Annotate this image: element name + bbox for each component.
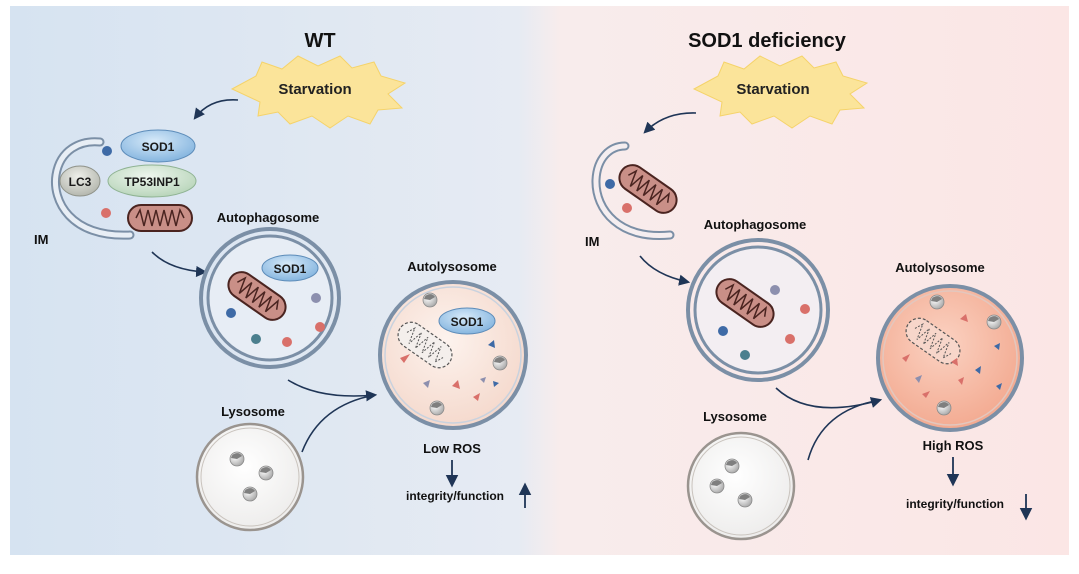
autophagosome-label-wt: Autophagosome bbox=[217, 210, 320, 225]
starvation-label-sod1: Starvation bbox=[736, 81, 809, 98]
lysosome-wt bbox=[195, 422, 305, 532]
lysosome-label-wt: Lysosome bbox=[221, 404, 285, 419]
autolysosome-label-sod1: Autolysosome bbox=[895, 260, 985, 275]
background-panel bbox=[10, 6, 1069, 555]
ros-label-wt: Low ROS bbox=[423, 441, 481, 456]
wt-title: WT bbox=[304, 30, 335, 52]
dot-red-sod1 bbox=[622, 203, 632, 213]
im-label-sod1: IM bbox=[585, 234, 599, 249]
svg-text:SOD1: SOD1 bbox=[142, 140, 175, 154]
autolysosome-sod1 bbox=[876, 284, 1024, 432]
dot-blue-sod1 bbox=[605, 179, 615, 189]
dot-red-wt bbox=[101, 208, 111, 218]
autolysosome-sod1-wt: SOD1 bbox=[451, 315, 484, 329]
starvation-burst-sod1: Starvation bbox=[692, 55, 869, 129]
ros-label-sod1: High ROS bbox=[923, 438, 984, 453]
mitochondrion-im-wt bbox=[127, 204, 193, 232]
autolysosome-wt: SOD1 bbox=[378, 280, 528, 430]
arrow-im-to-autophagosome-sod1 bbox=[639, 255, 691, 286]
autolysosome-label-wt: Autolysosome bbox=[407, 259, 497, 274]
svg-text:TP53INP1: TP53INP1 bbox=[124, 175, 180, 189]
dot-blue-wt bbox=[102, 146, 112, 156]
arrow-im-to-autophagosome-wt bbox=[151, 251, 208, 278]
arrow-autophagosome-to-autolysosome-wt bbox=[287, 379, 378, 402]
lysosome-sod1 bbox=[686, 431, 796, 541]
isolation-membrane-sod1 bbox=[591, 141, 675, 241]
isolation-membrane-wt bbox=[50, 137, 135, 240]
autophagosome-wt: SOD1 bbox=[199, 227, 341, 369]
svg-text:LC3: LC3 bbox=[69, 175, 92, 189]
autophagosome-label-sod1: Autophagosome bbox=[704, 217, 807, 232]
sod1-protein-wt: SOD1 bbox=[120, 129, 196, 163]
arrow-starvation-to-im-sod1 bbox=[643, 112, 697, 134]
tp53inp1-protein: TP53INP1 bbox=[107, 164, 197, 198]
starvation-burst-wt: Starvation bbox=[230, 55, 407, 129]
arrow-starvation-to-im-wt bbox=[193, 99, 239, 120]
arrow-lysosome-to-autolysosome-wt bbox=[301, 394, 376, 453]
autophagosome-sod1 bbox=[686, 238, 830, 382]
lysosome-label-sod1: Lysosome bbox=[703, 409, 767, 424]
lc3-protein: LC3 bbox=[59, 165, 101, 197]
integrity-label-sod1: integrity/function bbox=[906, 497, 1004, 511]
im-label-wt: IM bbox=[34, 232, 48, 247]
mitochondrion-im-sod1 bbox=[618, 164, 678, 214]
autophagosome-sod1-wt: SOD1 bbox=[274, 262, 307, 276]
arrow-lysosome-to-autolysosome-sod1 bbox=[807, 399, 881, 461]
integrity-label-wt: integrity/function bbox=[406, 489, 504, 503]
sod1-deficiency-title: SOD1 deficiency bbox=[688, 30, 847, 52]
starvation-label-wt: Starvation bbox=[278, 81, 351, 98]
